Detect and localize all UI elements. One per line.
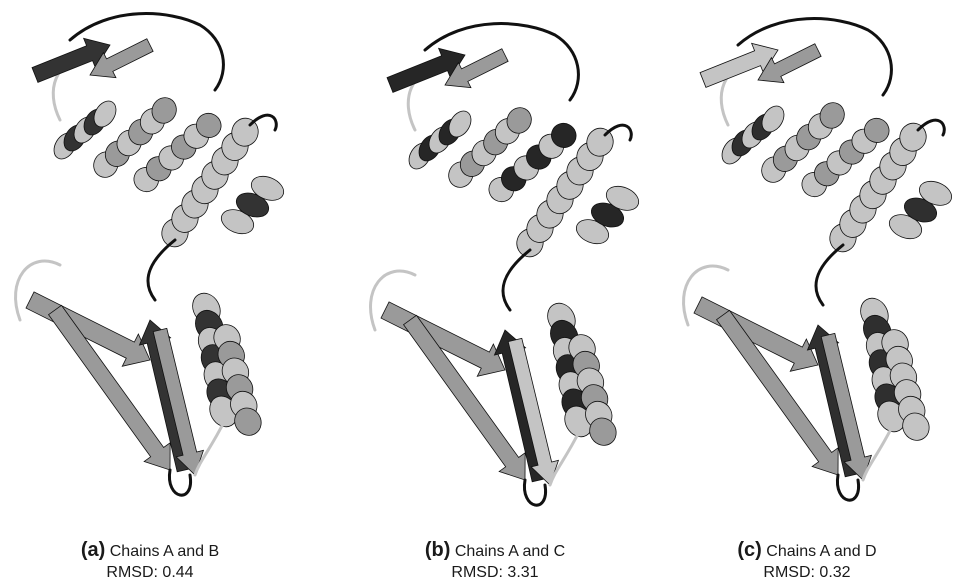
ribbon-group [684,19,956,501]
linker-loop [148,240,175,300]
rmsd-b: RMSD: 3.31 [335,562,655,583]
rmsd-a: RMSD: 0.44 [0,562,310,583]
panel-tag-c: (c) [737,539,761,561]
right-short-helix [573,182,642,248]
linker-loop [816,245,843,305]
bottom-hairpin-loop [837,475,858,500]
panel-label-b: Chains A and C [455,543,565,560]
rmsd-c: RMSD: 0.32 [647,562,967,583]
panel-c: (c) Chains A and D RMSD: 0.32 [648,0,968,588]
right-short-helix [886,177,955,243]
panel-a: (a) Chains A and B RMSD: 0.44 [0,0,320,588]
lower-connector-loop [863,425,893,480]
ribbon-group [371,24,643,506]
panel-label-c: Chains A and D [766,543,876,560]
panel-b: (b) Chains A and C RMSD: 3.31 [325,0,645,588]
protein-structure-a [0,0,320,530]
caption-c: (c) Chains A and D RMSD: 0.32 [647,540,967,583]
protein-structure-b [325,0,645,530]
panel-tag-a: (a) [81,539,105,561]
caption-b: (b) Chains A and C RMSD: 3.31 [335,540,655,583]
right-short-helix [218,172,287,238]
bottom-hairpin-loop [169,470,190,495]
panel-label-a: Chains A and B [110,543,219,560]
caption-a: (a) Chains A and B RMSD: 0.44 [0,540,310,583]
lower-connector-loop [550,430,580,485]
panel-tag-b: (b) [425,539,451,561]
lower-connector-loop [195,420,225,475]
bottom-hairpin-loop [524,480,545,505]
linker-loop [503,250,530,310]
ribbon-group [16,14,288,496]
protein-structure-c [648,0,968,530]
